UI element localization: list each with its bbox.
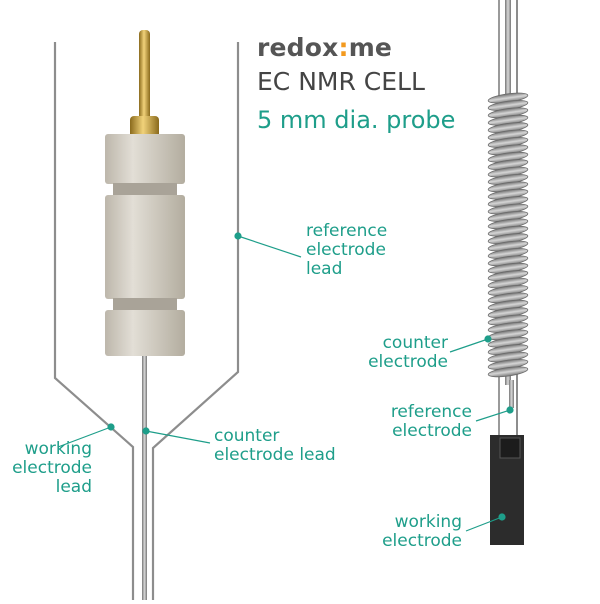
dot-counter-lead [142,427,150,435]
connector-body-middle [105,195,185,299]
label-line: electrode [382,531,462,552]
leader-reference-lead [237,235,302,258]
left-lead-wires [53,42,240,600]
label-counter-electrode: counter electrode [360,333,448,373]
label-line: working [24,439,92,459]
dot-reference-electrode [506,406,514,414]
label-line: reference [306,221,388,241]
label-line: electrode [306,240,386,261]
label-reference-electrode-lead: reference electrode lead [306,221,388,280]
label-line: lead [55,477,92,498]
brand-logo-part2: me [348,33,393,62]
label-working-electrode-lead: working electrode lead [0,439,92,498]
label-counter-electrode-lead: counter electrode lead [214,426,336,466]
right-electrode-assembly [487,0,529,545]
label-reference-electrode: reference electrode [376,402,472,442]
leader-working-electrode [465,516,503,532]
diagram-title: EC NMR CELL [257,67,425,96]
brand-logo-accent: : [338,33,349,62]
dot-working-lead [107,423,115,431]
connector-groove-2 [113,298,177,311]
label-line: electrode [12,458,92,479]
working-electrode-clip [499,437,521,459]
leader-reference-electrode [475,409,511,422]
gold-pin-collar [130,116,159,138]
label-line: counter [382,333,448,353]
reference-electrode-lead-wire [151,42,240,600]
label-line: lead [306,259,343,280]
coil-turn [487,366,529,378]
label-line: electrode [368,352,448,373]
brand-logo-part1: redox [257,33,339,62]
counter-electrode-coil [487,92,529,378]
brand-logo: redox:me [257,34,392,62]
leader-counter-lead [145,430,211,444]
dot-working-electrode [498,513,506,521]
dot-counter-electrode [484,335,492,343]
label-line: working [394,512,462,532]
label-line: counter [214,426,280,446]
counter-electrode-lead-wire [142,355,147,600]
working-electrode-lead-wire [53,42,135,600]
diagram-subtitle: 5 mm dia. probe [257,106,456,134]
leader-working-lead [57,426,112,448]
leader-counter-electrode [449,338,489,353]
connector-assembly [105,30,185,356]
reference-electrode-tip [509,380,514,408]
connector-groove-1 [113,183,177,196]
dot-reference-lead [234,232,242,240]
connector-body-bottom [105,310,185,356]
label-line: electrode lead [214,445,336,466]
label-line: electrode [392,421,472,442]
label-line: reference [390,402,472,422]
gold-pin [139,30,150,125]
connector-body-top [105,134,185,184]
leader-lines [57,232,514,532]
label-working-electrode: working electrode [370,512,462,552]
